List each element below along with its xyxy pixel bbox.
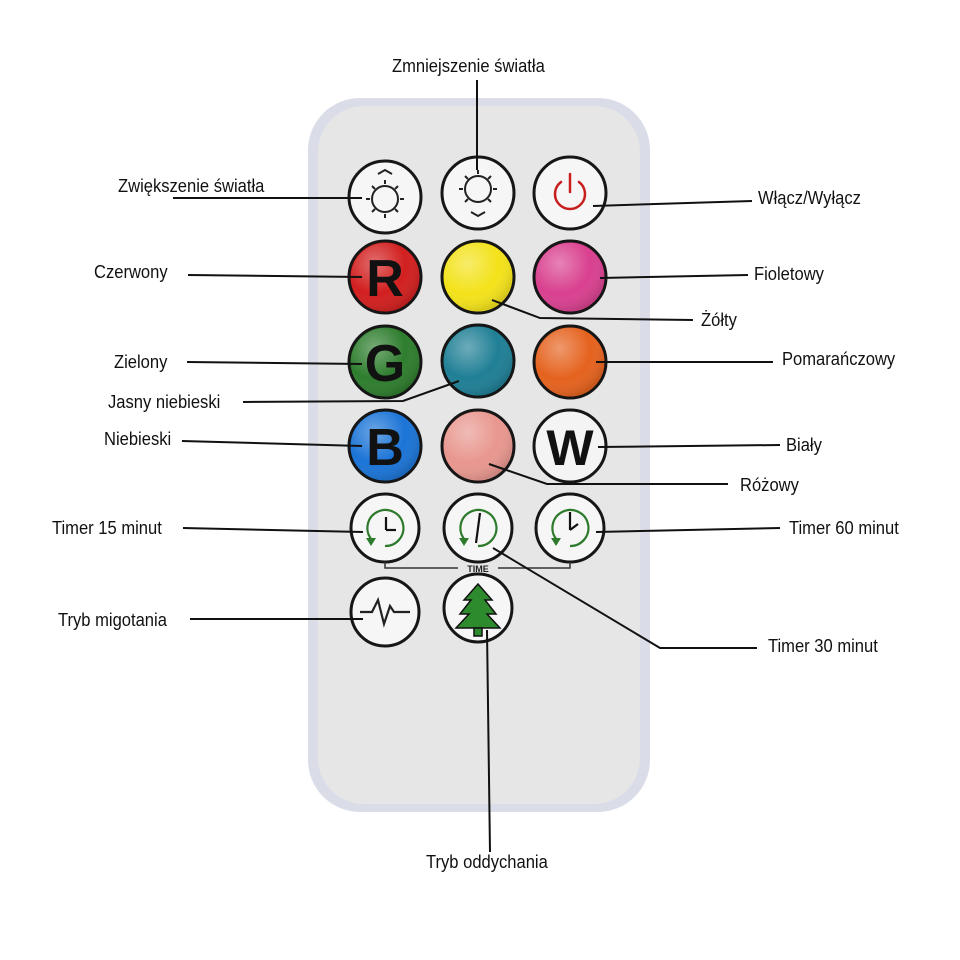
pulse-icon: [360, 596, 410, 628]
purple-button[interactable]: [532, 239, 608, 315]
label-timer30: Timer 30 minut: [768, 636, 878, 656]
breathe-button[interactable]: [442, 572, 514, 644]
label-blue: Niebieski: [104, 429, 172, 449]
clock-icon: [366, 508, 405, 548]
orange-button[interactable]: [532, 324, 608, 400]
red-button[interactable]: R: [347, 239, 423, 315]
white-button[interactable]: W: [532, 408, 608, 484]
label-timer15: Timer 15 minut: [52, 518, 162, 538]
clock-icon: [459, 508, 498, 548]
label-white: Biały: [786, 435, 822, 455]
red-letter: R: [366, 250, 404, 308]
leader-blue: [181, 440, 363, 447]
label-green: Zielony: [114, 352, 168, 372]
green-letter: G: [365, 335, 405, 393]
leader-timer60: [595, 527, 781, 533]
green-button[interactable]: G: [347, 324, 423, 400]
brightness-up-icon: [366, 168, 404, 218]
brightness-down-icon: [459, 170, 497, 218]
dim-button[interactable]: [440, 155, 516, 231]
power-icon: [553, 172, 587, 211]
label-purple: Fioletowy: [754, 264, 824, 284]
blue-letter: B: [366, 419, 404, 477]
time-caption: TIME: [467, 564, 489, 574]
label-power: Włącz/Wyłącz: [758, 188, 861, 208]
leader-green: [186, 361, 363, 365]
timer-30-button[interactable]: [442, 492, 514, 564]
clock-icon: [551, 508, 590, 548]
leader-timer30: [492, 547, 757, 649]
leader-power: [592, 200, 753, 207]
label-pink: Różowy: [740, 475, 799, 495]
leader-breathe: [486, 629, 491, 853]
leader-purple: [599, 274, 749, 279]
flicker-button[interactable]: [349, 576, 421, 648]
label-dim: Zmniejszenie światła: [392, 56, 545, 76]
pink-button[interactable]: [440, 408, 516, 484]
label-light-blue: Jasny niebieski: [108, 392, 221, 412]
leader-yellow: [491, 299, 694, 321]
label-breathe: Tryb oddychania: [426, 852, 548, 872]
label-timer60: Timer 60 minut: [789, 518, 899, 538]
label-yellow: Żółty: [701, 310, 737, 330]
leader-red: [187, 274, 363, 278]
label-brighten: Zwiększenie światła: [118, 176, 265, 196]
leader-timer15: [182, 527, 364, 533]
label-orange: Pomarańczowy: [782, 349, 896, 369]
leader-light-blue: [242, 380, 460, 403]
label-flicker: Tryb migotania: [58, 610, 167, 630]
leader-white: [597, 444, 781, 448]
timer-15-button[interactable]: [349, 492, 421, 564]
time-bracket: [384, 562, 571, 569]
leader-lines: [173, 80, 781, 853]
light-blue-button[interactable]: [440, 323, 516, 399]
yellow-button[interactable]: [440, 239, 516, 315]
tree-icon: [454, 582, 502, 637]
power-button[interactable]: [532, 155, 608, 231]
label-red: Czerwony: [94, 262, 168, 282]
leader-pink: [488, 463, 728, 485]
timer-60-button[interactable]: [534, 492, 606, 564]
white-letter: W: [546, 420, 594, 476]
